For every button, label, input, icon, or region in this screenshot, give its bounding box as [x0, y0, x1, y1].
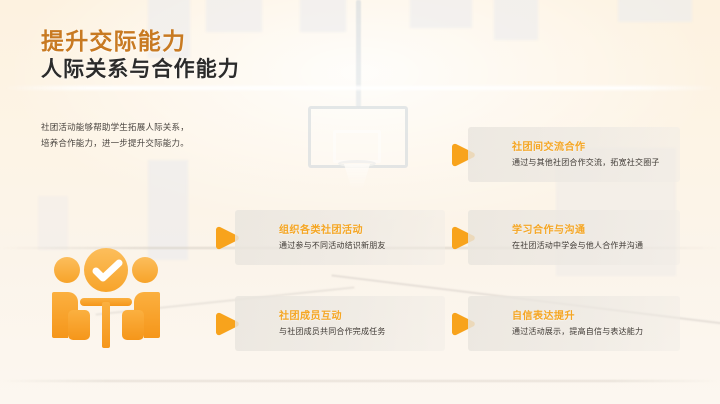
title-main: 提升交际能力: [41, 28, 187, 54]
title-subtitle: 人际关系与合作能力: [41, 58, 240, 82]
card-description: 通过与其他社团合作交流，拓宽社交圈子: [512, 158, 660, 167]
arrow-icon: [451, 223, 477, 253]
info-card-confidence-expression[interactable]: 自信表达提升 通过活动展示，提高自信与表达能力: [468, 296, 680, 351]
wall-panel: [148, 0, 190, 58]
wall-panel: [300, 0, 346, 32]
info-card-organize-activities[interactable]: 组织各类社团活动 通过参与不同活动结识新朋友: [235, 210, 445, 265]
teamwork-check-icon: [42, 240, 170, 358]
card-title: 社团成员互动: [279, 311, 342, 322]
intro-line-2: 培养合作能力，进一步提升交际能力。: [41, 137, 189, 148]
wall-panel: [410, 0, 472, 28]
wall-panel: [494, 0, 538, 40]
intro-paragraph: 社团活动能够帮助学生拓展人际关系， 培养合作能力，进一步提升交际能力。: [41, 120, 226, 151]
wall-highlight-line: [0, 86, 720, 90]
card-description: 与社团成员共同合作完成任务: [279, 327, 386, 336]
floor-line: [0, 380, 720, 382]
arrow-icon: [215, 223, 241, 253]
card-description: 通过参与不同活动结识新朋友: [279, 241, 386, 250]
info-card-member-interaction[interactable]: 社团成员互动 与社团成员共同合作完成任务: [235, 296, 445, 351]
arrow-icon: [451, 140, 477, 170]
card-title: 学习合作与沟通: [512, 225, 586, 236]
arrow-icon: [451, 309, 477, 339]
intro-line-1: 社团活动能够帮助学生拓展人际关系，: [41, 122, 189, 132]
card-title: 组织各类社团活动: [279, 225, 363, 236]
info-card-inter-club-cooperation[interactable]: 社团间交流合作 通过与其他社团合作交流，拓宽社交圈子: [468, 127, 680, 182]
card-description: 通过活动展示，提高自信与表达能力: [512, 327, 644, 336]
basketball-hoop-icon: [290, 0, 430, 188]
card-description: 在社团活动中学会与他人合作并沟通: [512, 241, 644, 250]
wall-panel: [148, 160, 188, 260]
wall-panel: [38, 196, 68, 250]
page-title: 提升交际能力 人际关系与合作能力: [41, 26, 240, 85]
wall-panel: [206, 0, 262, 32]
card-title: 自信表达提升: [512, 311, 575, 322]
card-title: 社团间交流合作: [512, 142, 586, 153]
wall-panel: [618, 0, 692, 22]
info-card-learn-cooperation[interactable]: 学习合作与沟通 在社团活动中学会与他人合作并沟通: [468, 210, 680, 265]
arrow-icon: [215, 309, 241, 339]
